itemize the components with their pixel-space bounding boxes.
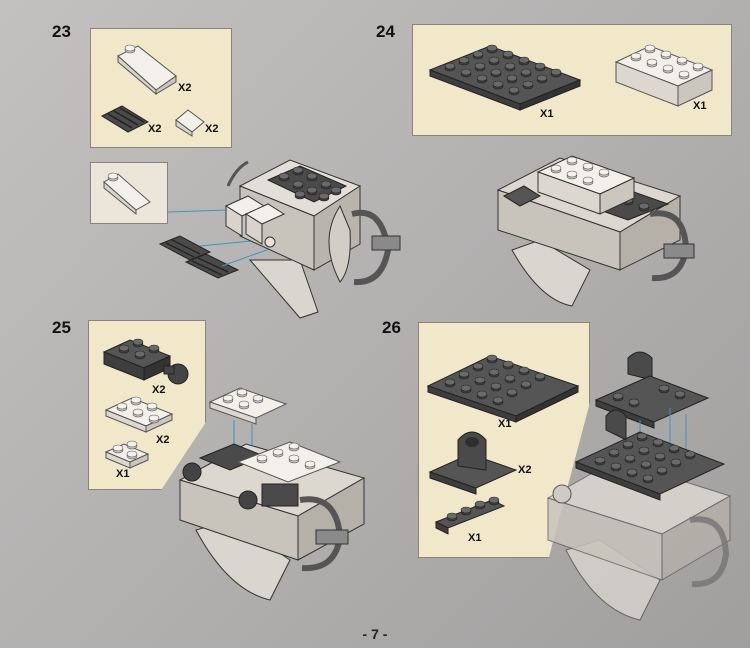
step-25-part-2-qty: X2 [156, 434, 170, 446]
step-23-subassembly-callout [90, 162, 168, 224]
step-24-model-illustration [496, 155, 695, 307]
plate-2x3-light-icon [104, 396, 174, 433]
step-24-part-2-qty: X1 [693, 100, 707, 112]
page-number: - 7 - [362, 626, 388, 642]
plate-6x4-dark-icon [428, 44, 582, 111]
step-26-model-illustration [546, 351, 732, 621]
step-23-number: 23 [52, 22, 71, 41]
ball-joint-dark-icon [102, 338, 189, 385]
grille-plate-dark-icon [100, 105, 150, 133]
small-slope-light-icon [175, 109, 205, 137]
plate-1x4-dark-icon [434, 496, 506, 535]
plate-6x4-dark-icon [426, 354, 580, 423]
step-23-part-2-qty: X2 [148, 123, 162, 135]
plate-2x2-light-icon [104, 440, 150, 469]
step-23-grille-parts-icon [158, 209, 273, 279]
step-25-number: 25 [52, 318, 71, 337]
step-23-part-3-qty: X2 [205, 123, 219, 135]
step-23-model-illustration [224, 159, 401, 319]
step-24-part-1-qty: X1 [540, 108, 554, 120]
step-26-part-1-qty: X1 [498, 418, 512, 430]
step-25-part-3-qty: X1 [116, 468, 130, 480]
step-25-model-illustration [178, 387, 366, 601]
brick-2x4-light-icon [614, 44, 714, 107]
step-23-part-1-qty: X2 [178, 82, 192, 94]
step-25-part-1-qty: X2 [152, 384, 166, 396]
clip-bracket-dark-icon [428, 431, 518, 495]
step-26-part-2-qty: X2 [518, 464, 532, 476]
step-24-number: 24 [376, 22, 395, 41]
step-26-part-3-qty: X1 [468, 532, 482, 544]
callout-slope-icon [103, 172, 151, 216]
step-26-number: 26 [382, 318, 401, 337]
slope-brick-light-icon [117, 44, 177, 96]
